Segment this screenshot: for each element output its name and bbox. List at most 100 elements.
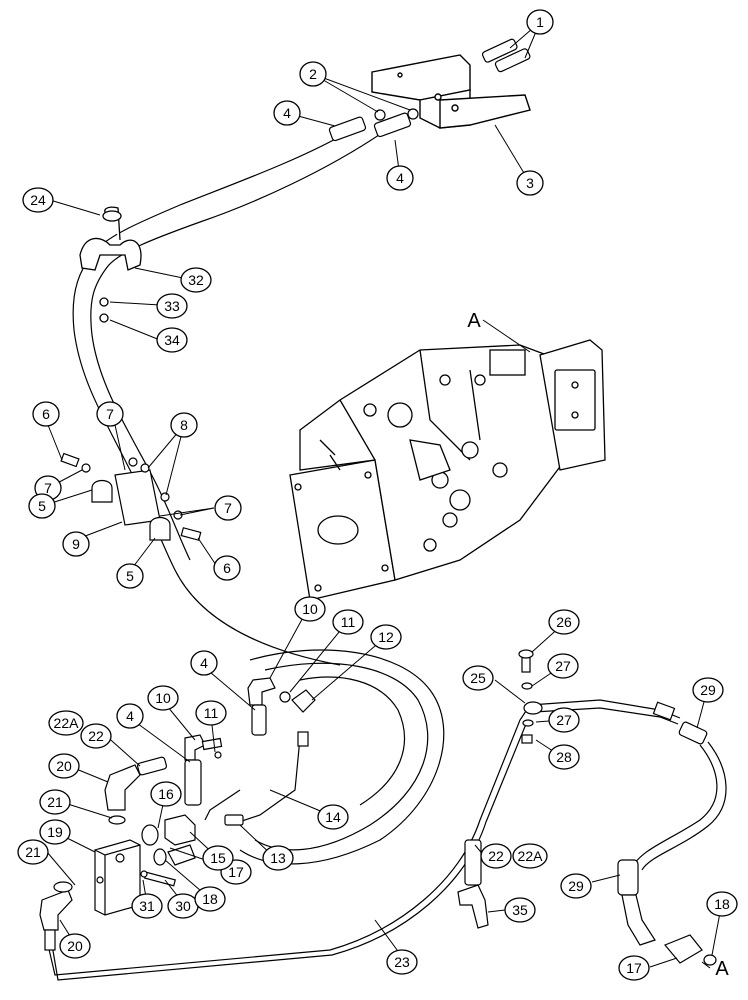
callout-circle — [116, 563, 144, 589]
callout-label: 17 — [228, 864, 244, 880]
callout-label: 4 — [126, 708, 134, 724]
callout-label: 16 — [158, 786, 174, 802]
loop-hose-a — [239, 649, 445, 865]
callout-label: 8 — [180, 417, 188, 433]
callout-5: 5 — [116, 563, 144, 589]
callout-circle — [480, 843, 512, 869]
callout-circle — [156, 293, 188, 319]
callout-circle — [512, 843, 548, 869]
callout-circle — [706, 891, 738, 917]
callout-circle — [504, 897, 536, 923]
callout-label: 28 — [556, 749, 572, 765]
callout-22a: 22A — [512, 843, 548, 869]
callout-33: 33 — [156, 293, 188, 319]
callout-circle — [202, 845, 234, 871]
callout-4: 4 — [116, 703, 144, 729]
loop-hose-b — [254, 662, 429, 851]
callout-label: 29 — [700, 682, 716, 698]
callout-8: 8 — [170, 412, 198, 438]
callout-label: 10 — [302, 601, 318, 617]
callout-label: 22A — [518, 848, 544, 864]
callout-16: 16 — [150, 781, 182, 807]
callout-34: 34 — [156, 327, 188, 353]
callout-label: 11 — [204, 705, 219, 721]
callout-20: 20 — [59, 933, 91, 959]
callout-circle — [273, 100, 301, 126]
callout-29: 29 — [560, 873, 592, 899]
callout-label: 22 — [488, 848, 504, 864]
callout-label: 27 — [555, 658, 571, 674]
right-fittings — [457, 649, 717, 966]
callout-10: 10 — [294, 596, 326, 622]
callout-7: 7 — [96, 401, 124, 427]
callout-circle — [180, 267, 212, 293]
callout-label: 7 — [224, 500, 232, 516]
callout-circle — [194, 886, 226, 912]
callout-circle — [548, 609, 580, 635]
callout-circle — [332, 609, 364, 635]
callout-label: 20 — [56, 758, 72, 774]
callout-label: 6 — [223, 560, 231, 576]
callout-label: 26 — [556, 614, 572, 630]
callout-32: 32 — [180, 267, 212, 293]
callout-circle — [147, 685, 179, 711]
callout-circle — [48, 710, 84, 736]
callout-circle — [462, 665, 494, 691]
callout-circle — [39, 789, 71, 815]
callout-18: 18 — [706, 891, 738, 917]
hydraulic-pump — [289, 339, 606, 601]
callout-label: 12 — [378, 629, 394, 645]
callout-circle — [195, 700, 227, 726]
callout-1: 1 — [526, 9, 554, 35]
clamp-32 — [79, 206, 142, 323]
callout-circle — [17, 839, 49, 865]
callout-circle — [262, 845, 294, 871]
callout-circle — [22, 187, 54, 213]
callout-label: 2 — [309, 66, 317, 82]
callout-circle — [548, 707, 580, 733]
callout-9: 9 — [62, 531, 90, 557]
callout-label: 20 — [67, 938, 83, 954]
callout-label: 31 — [139, 898, 155, 914]
callout-28: 28 — [548, 744, 580, 770]
letter-callouts: AA — [467, 310, 729, 980]
callout-label: 19 — [47, 824, 63, 840]
callout-25: 25 — [462, 665, 494, 691]
callout-11: 11 — [195, 700, 227, 726]
fittings-1 — [481, 38, 531, 73]
callout-circle — [39, 819, 71, 845]
tube-14 — [229, 737, 301, 826]
callout-29: 29 — [692, 677, 724, 703]
callout-4: 4 — [190, 650, 218, 676]
callout-circle — [62, 531, 90, 557]
callout-22a: 22A — [48, 710, 84, 736]
bracket-3 — [371, 54, 531, 129]
callout-label: 15 — [210, 850, 226, 866]
callout-26: 26 — [548, 609, 580, 635]
callout-label: 13 — [270, 850, 286, 866]
callout-label: 10 — [155, 690, 171, 706]
callout-6: 6 — [32, 401, 60, 427]
tube-13 — [204, 789, 241, 821]
callout-circle — [96, 401, 124, 427]
reference-letter: A — [467, 310, 481, 332]
callout-label: 5 — [126, 568, 134, 584]
callout-18: 18 — [194, 886, 226, 912]
lower-left-fittings — [39, 677, 316, 951]
callout-label: 30 — [175, 898, 191, 914]
hose-ends-top — [328, 108, 419, 142]
callout-circle — [59, 933, 91, 959]
callout-label: 23 — [394, 954, 410, 970]
clamp-assembly — [60, 452, 202, 541]
callout-label: 32 — [188, 272, 204, 288]
callout-circle — [190, 650, 218, 676]
callout-label: 21 — [25, 844, 41, 860]
callout-19: 19 — [39, 819, 71, 845]
callout-13: 13 — [262, 845, 294, 871]
callout-circle — [48, 753, 80, 779]
callout-circle — [213, 555, 241, 581]
callout-7: 7 — [214, 495, 242, 521]
callout-label: 6 — [42, 406, 50, 422]
callout-label: 34 — [164, 332, 180, 348]
